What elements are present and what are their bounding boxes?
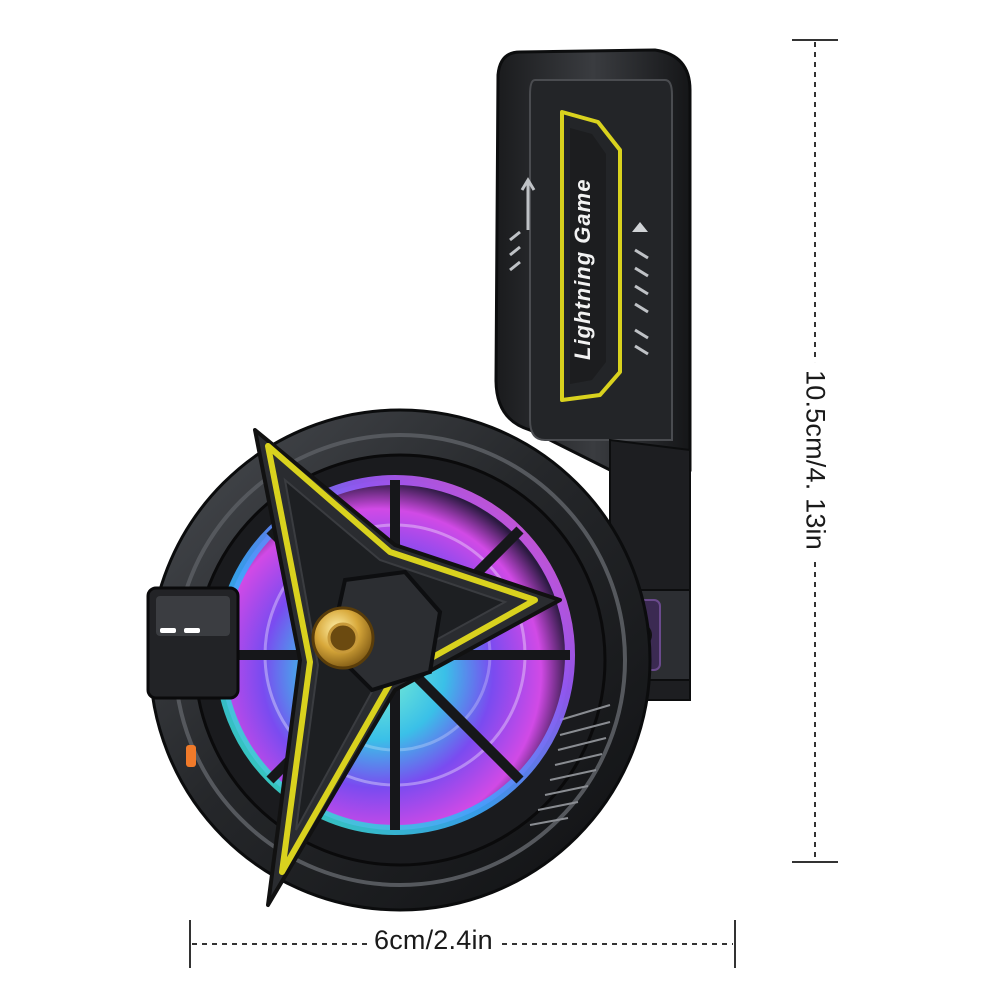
heatsink-fins [529, 704, 611, 826]
width-dimension-label: 6cm/2.4in [368, 925, 499, 956]
brand-text: Lightning Game [570, 179, 595, 360]
phone-clamp [494, 48, 692, 701]
side-button [146, 586, 240, 700]
indicator-light [186, 745, 196, 767]
vent-marks-right [632, 222, 649, 356]
brand-panel-outline [560, 110, 622, 402]
star-cover [253, 428, 562, 907]
height-dimension-line [792, 39, 838, 863]
vent-marks-left [509, 177, 536, 272]
height-dimension-label: 10.5cm/4. 13in [799, 362, 831, 558]
